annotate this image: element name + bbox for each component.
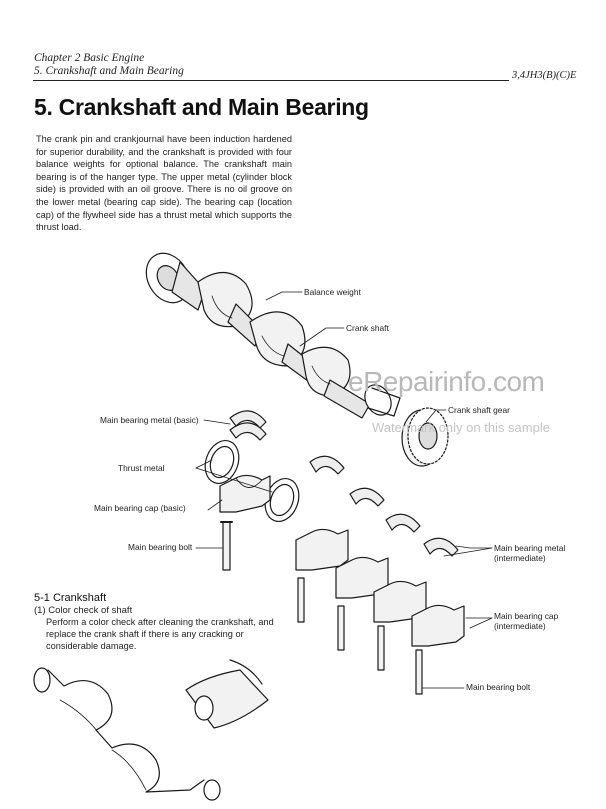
main-bearing-metal-basic-illustration <box>229 410 267 441</box>
thrust-metal-illustration <box>204 440 300 522</box>
label-crank-shaft-gear: Crank shaft gear <box>448 405 510 415</box>
label-main-bearing-bolt-right: Main bearing bolt <box>466 682 531 692</box>
leader-lines <box>195 291 493 689</box>
main-bearing-cap-intermediate-illustration <box>295 528 465 647</box>
main-bearing-cap-basic-illustration <box>219 474 271 571</box>
crank-shaft-gear-illustration <box>401 407 449 467</box>
page-title: 5. Crankshaft and Main Bearing <box>34 94 369 120</box>
label-main-bearing-cap-intermediate: Main bearing cap (intermediate) <box>494 611 559 631</box>
label-main-bearing-metal-basic: Main bearing metal (basic) <box>100 415 199 425</box>
intro-paragraph: The crank pin and crankjournal have been… <box>36 134 292 233</box>
main-bearing-metal-intermediate-illustration <box>309 455 459 557</box>
subsection-text: Perform a color check after cleaning the… <box>46 617 274 651</box>
subsection-item: (1) Color check of shaft <box>34 605 133 616</box>
label-crank-shaft: Crank shaft <box>346 323 389 333</box>
header-section: 5. Crankshaft and Main Bearing <box>34 65 184 77</box>
header-chapter: Chapter 2 Basic Engine <box>34 52 145 64</box>
crankshaft-illustration <box>145 252 401 419</box>
watermark-note: Watermark only on this sample <box>372 420 550 435</box>
main-bearing-bolts-illustration <box>297 577 423 695</box>
header-model: 3,4JH3(B)(C)E <box>512 70 577 81</box>
label-main-bearing-metal-intermediate: Main bearing metal (intermediate) <box>494 543 566 563</box>
label-thrust-metal: Thrust metal <box>118 463 165 473</box>
label-balance-weight: Balance weight <box>304 287 361 297</box>
label-main-bearing-cap-basic: Main bearing cap (basic) <box>94 503 186 513</box>
watermark-brand: eRepairinfo.com <box>348 366 545 397</box>
subsection-heading: 5-1 Crankshaft <box>34 592 107 604</box>
header-rule <box>33 80 509 81</box>
color-check-illustration <box>33 659 269 801</box>
label-main-bearing-bolt-left: Main bearing bolt <box>128 542 193 552</box>
